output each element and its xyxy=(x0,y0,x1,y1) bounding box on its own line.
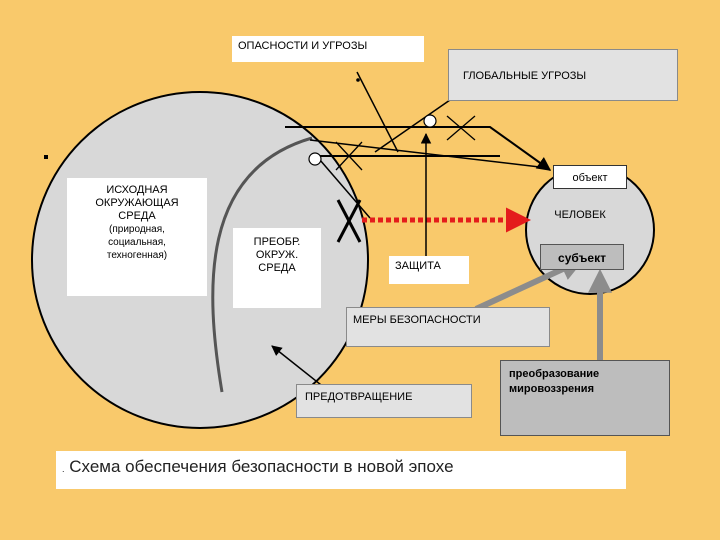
cross-mark-upper xyxy=(446,115,476,141)
threat-line-upper xyxy=(285,126,552,171)
protection-box: ЗАЩИТА xyxy=(389,256,469,284)
threat-line-from-circle xyxy=(319,159,371,219)
transformed-env-line-2: ОКРУЖ. xyxy=(255,249,299,261)
small-dot xyxy=(356,78,360,82)
stray-dot xyxy=(44,155,48,159)
caption-text: Схема обеспечения безопасности в новой э… xyxy=(69,457,454,476)
threats-box: ОПАСНОСТИ И УГРОЗЫ xyxy=(232,36,424,62)
threat-line-diagonal xyxy=(356,71,399,153)
worldview-transformation-box: преобразование мировоззрения xyxy=(500,360,670,436)
transformed-env-line-1: ПРЕОБР. xyxy=(253,236,301,248)
prevention-box: ПРЕДОТВРАЩЕНИЕ xyxy=(296,384,472,418)
global-threats-box: ГЛОБАЛЬНЫЕ УГРОЗЫ xyxy=(448,49,678,101)
safety-measures-box: МЕРЫ БЕЗОПАСНОСТИ xyxy=(346,307,550,347)
threat-line-to-object xyxy=(309,139,549,169)
subject-box: субъект xyxy=(540,244,624,270)
caption-marker: . xyxy=(62,464,65,474)
environment-boundary-curve xyxy=(211,136,313,393)
transformed-env-line-3: СРЕДА xyxy=(258,262,296,274)
initial-environment-box: ИСХОДНАЯ ОКРУЖАЮЩАЯ СРЕДА (природная, со… xyxy=(67,178,207,296)
worldview-line-2: мировоззрения xyxy=(509,383,594,395)
diagram-caption: . Схема обеспечения безопасности в новой… xyxy=(56,451,626,489)
cross-mark-large xyxy=(336,199,362,243)
object-box: объект xyxy=(553,165,627,189)
initial-env-detail-1: (природная, xyxy=(109,224,165,235)
initial-env-detail-2: социальная, xyxy=(108,237,166,248)
initial-env-line-2: ОКРУЖАЮЩАЯ xyxy=(95,197,179,209)
initial-env-line-3: СРЕДА xyxy=(118,210,156,222)
initial-env-line-1: ИСХОДНАЯ xyxy=(106,184,168,196)
person-label: ЧЕЛОВЕК xyxy=(554,209,606,221)
node-circle-upper xyxy=(423,114,437,128)
node-circle-lower xyxy=(308,152,322,166)
transformed-environment-box: ПРЕОБР. ОКРУЖ. СРЕДА xyxy=(233,228,321,308)
worldview-line-1: преобразование xyxy=(509,368,600,380)
cross-mark-middle xyxy=(335,141,363,171)
global-threat-connector xyxy=(374,99,451,153)
initial-env-detail-3: техногенная) xyxy=(106,250,168,261)
